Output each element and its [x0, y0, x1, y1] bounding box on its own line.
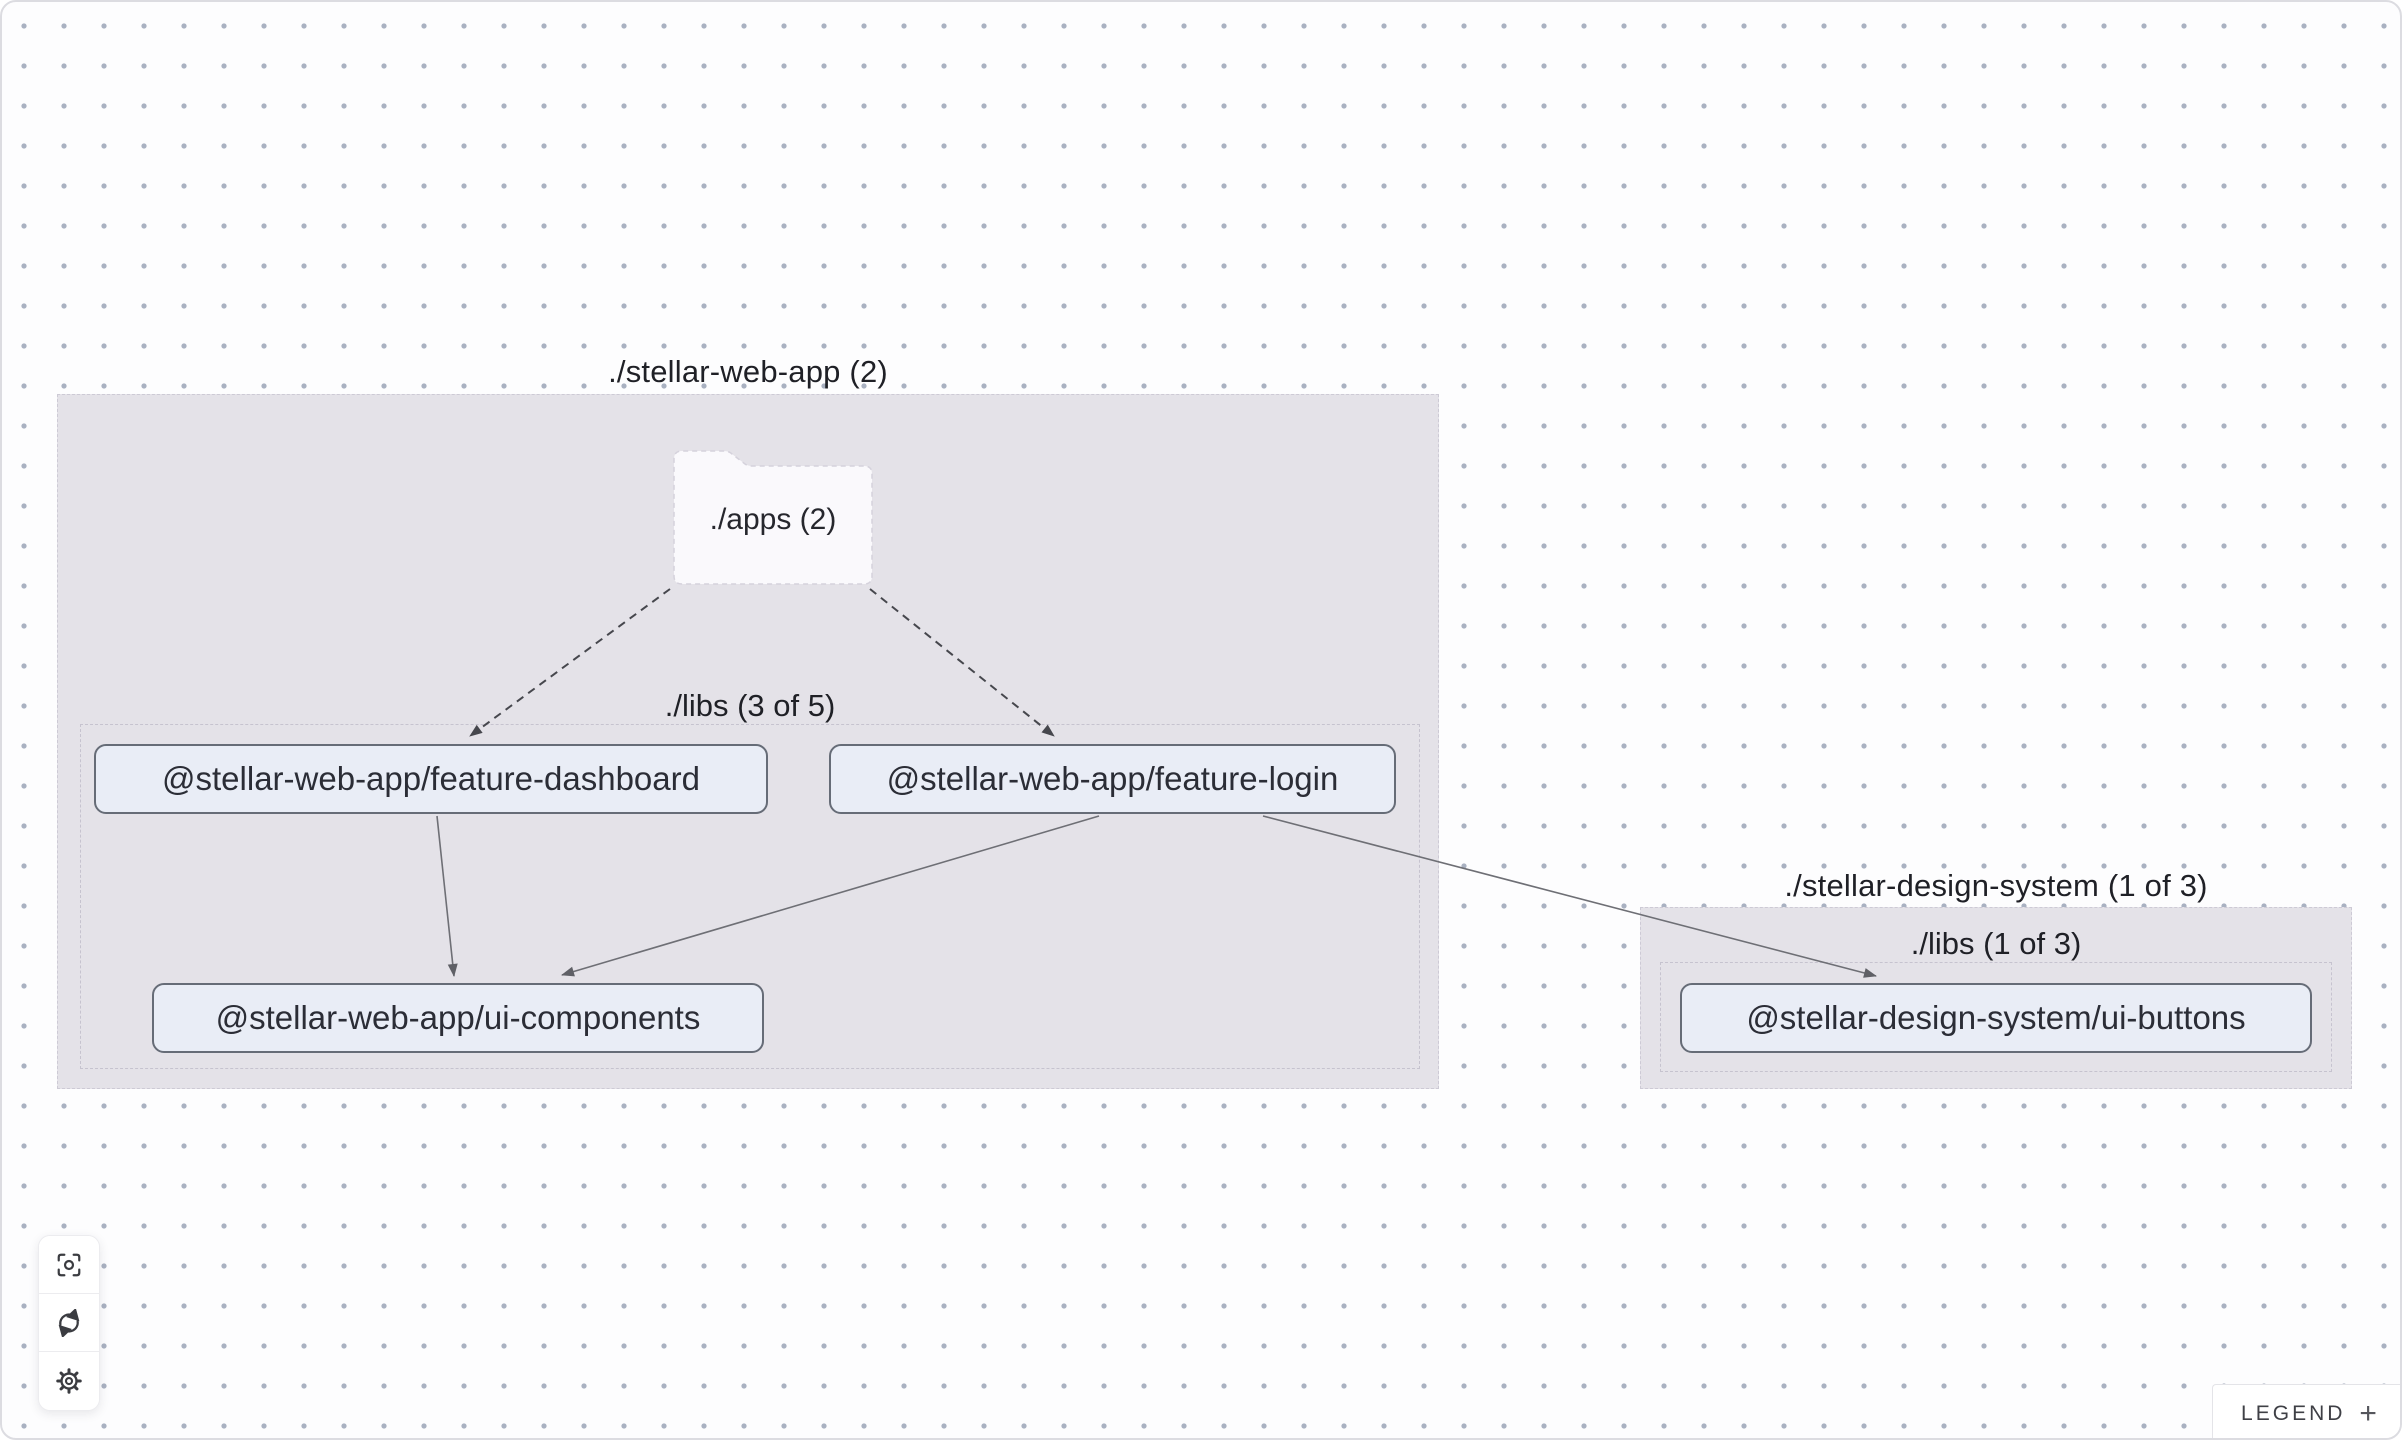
legend-label: LEGEND — [2241, 1402, 2346, 1425]
subgroup-design-system-libs — [1660, 962, 2332, 1072]
subgroup-label-text: ./libs (1 of 3) — [1896, 926, 2096, 962]
node-label: @stellar-design-system/ui-buttons — [1746, 999, 2246, 1036]
node-label: @stellar-web-app/feature-dashboard — [162, 760, 700, 797]
node-feature-login[interactable]: @stellar-web-app/feature-login — [829, 744, 1396, 814]
plus-icon: + — [2359, 1397, 2377, 1430]
node-label: @stellar-web-app/ui-components — [215, 999, 701, 1036]
group-title-stellar-web-app: ./stellar-web-app (2) — [57, 354, 1439, 390]
subgroup-label-design-system-libs: ./libs (1 of 3) — [1660, 926, 2332, 962]
folder-node-apps[interactable]: ./apps (2) — [670, 435, 876, 587]
subgroup-label-web-app-libs: ./libs (3 of 5) — [80, 688, 1420, 724]
legend-button[interactable]: LEGEND + — [2212, 1384, 2400, 1438]
refresh-icon — [58, 1308, 80, 1337]
group-title-text: ./stellar-design-system (1 of 3) — [1784, 868, 2208, 903]
group-title-text: ./stellar-web-app (2) — [608, 354, 888, 389]
folder-label: ./apps (2) — [709, 503, 837, 536]
group-title-stellar-design-system: ./stellar-design-system (1 of 3) — [1640, 868, 2352, 904]
settings-button[interactable] — [39, 1352, 99, 1410]
gear-icon — [56, 1368, 82, 1394]
focus-button[interactable] — [39, 1236, 99, 1294]
canvas-toolbar — [38, 1235, 100, 1411]
focus-icon — [57, 1253, 81, 1276]
refresh-button[interactable] — [39, 1294, 99, 1352]
node-label: @stellar-web-app/feature-login — [886, 760, 1339, 797]
folder-icon — [673, 450, 873, 585]
node-feature-dashboard[interactable]: @stellar-web-app/feature-dashboard — [94, 744, 768, 814]
subgroup-label-text: ./libs (3 of 5) — [650, 688, 850, 724]
node-ui-components[interactable]: @stellar-web-app/ui-components — [152, 983, 764, 1053]
node-ui-buttons[interactable]: @stellar-design-system/ui-buttons — [1680, 983, 2312, 1053]
